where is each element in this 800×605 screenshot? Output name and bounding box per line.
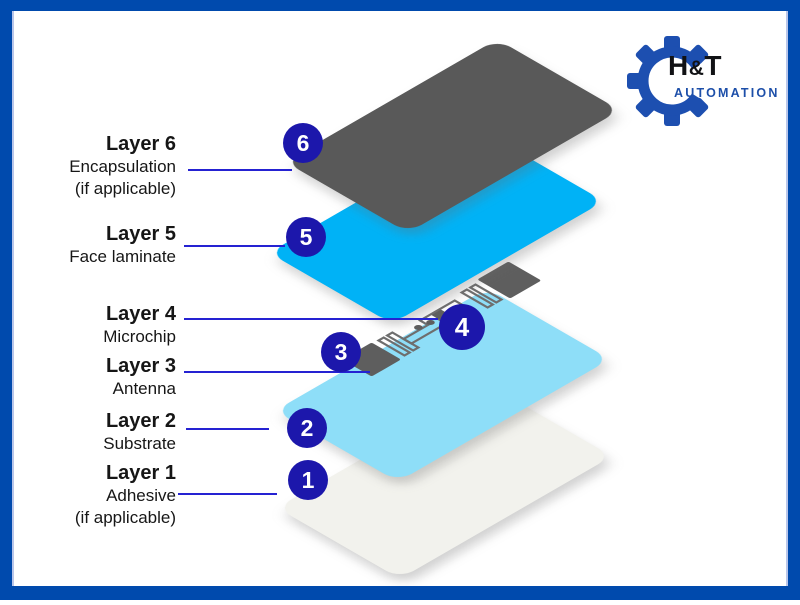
layer-6-connector-line [188,169,292,171]
layer-3-subtitle: Antenna [112,379,176,398]
callout-circle-4: 4 [439,304,485,350]
callout-circle-6: 6 [283,123,323,163]
layer-6-title: Layer 6 [105,133,176,155]
layer-1-subtitle: Adhesive [106,486,176,505]
callout-circle-2: 2 [287,408,327,448]
layer-3-connector-line [184,371,370,373]
layer-5-label: Layer 5 Face laminate [69,223,176,268]
layer-5-connector-line [184,245,285,247]
layer-1-title: Layer 1 [105,462,176,484]
layer-1-connector-line [178,493,277,495]
brand-subtitle: AUTOMATION [674,86,780,100]
layer-2-subtitle: Substrate [103,434,176,453]
layer-6-subtitle: Encapsulation [69,157,176,176]
layer-6-note: (if applicable) [74,179,176,198]
layer-3-label: Layer 3 Antenna [106,355,176,400]
ht-automation-logo: H&T AUTOMATION [600,10,790,140]
layer-3-title: Layer 3 [105,355,176,377]
callout-circle-1: 1 [288,460,328,500]
layer-4-connector-line [184,318,438,320]
layer-5-subtitle: Face laminate [69,247,176,266]
layer-4-subtitle: Microchip [103,327,176,346]
callout-circle-5: 5 [286,217,326,257]
brand-h: H [668,50,689,81]
brand-text: H&T [668,50,722,82]
brand-t: T [704,50,723,81]
layer-5-title: Layer 5 [105,223,176,245]
layer-6-label: Layer 6 Encapsulation (if applicable) [69,133,176,200]
layer-1-label: Layer 1 Adhesive (if applicable) [75,462,176,529]
callout-circle-3: 3 [321,332,361,372]
layer-1-note: (if applicable) [74,508,176,527]
gear-icon [626,24,730,132]
layer-4-title: Layer 4 [105,303,176,325]
brand-ampersand: & [688,57,705,80]
layer-2-connector-line [186,428,269,430]
layer-2-label: Layer 2 Substrate [103,410,176,455]
layer-2-title: Layer 2 [105,410,176,432]
layer-4-label: Layer 4 Microchip [103,303,176,348]
